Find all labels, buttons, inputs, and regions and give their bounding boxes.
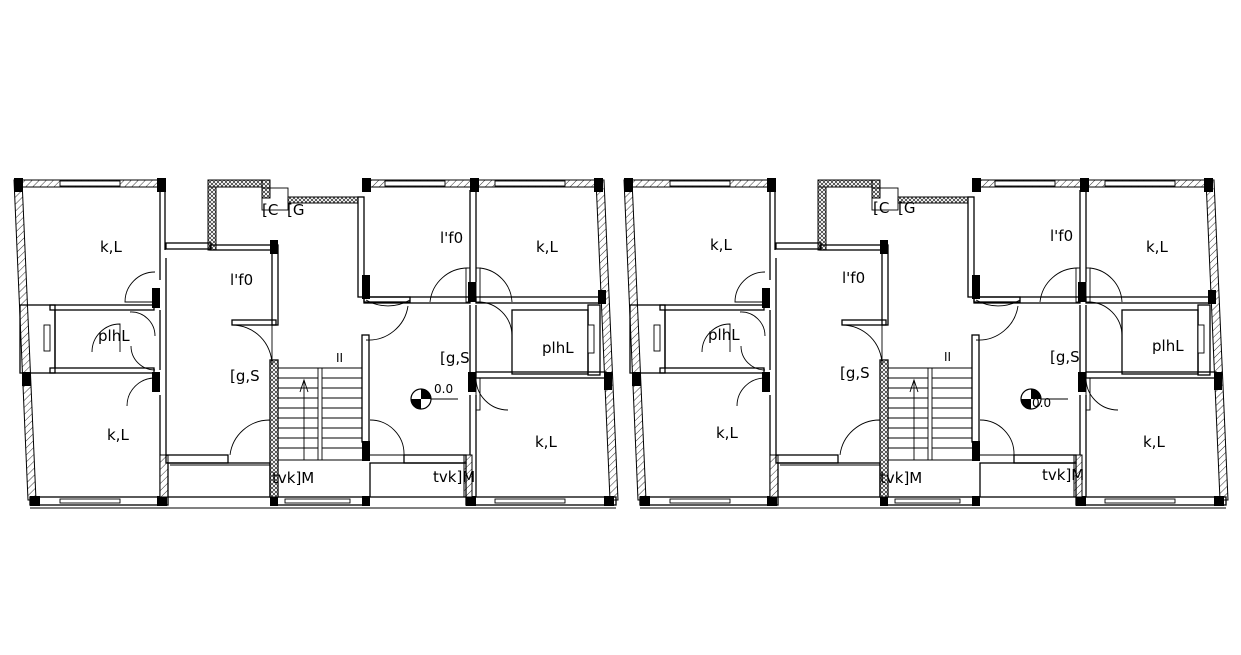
wc-label: [C — [873, 199, 889, 217]
kitchen-label: l'f0 — [230, 271, 253, 289]
bedroom-label: k,L — [536, 238, 558, 256]
bedroom-label: k,L — [710, 236, 732, 254]
apartment-block-2: k,L k,L k,L k,L plhL plhL l'f0 l'f0 [g,S… — [623, 177, 1229, 509]
bedroom-label: k,L — [1143, 433, 1165, 451]
bathroom-label: plhL — [542, 339, 574, 357]
stair-label: II — [336, 351, 343, 365]
bathroom-label: plhL — [1152, 337, 1184, 355]
balcony-label: tvk]M — [272, 469, 314, 487]
living-room-label: [g,S — [230, 367, 260, 385]
balcony-label: tvk]M — [433, 468, 475, 486]
living-room-label: [g,S — [440, 349, 470, 367]
apartment-block-1: k,L k,L k,L k,L plhL plhL l'f0 l'f0 [g,S… — [13, 177, 619, 509]
bathroom-label: plhL — [98, 327, 130, 345]
wc-label: [G — [898, 199, 915, 217]
bedroom-label: k,L — [100, 238, 122, 256]
wc-label: [G — [287, 201, 304, 219]
kitchen-label: l'f0 — [440, 229, 463, 247]
kitchen-label: l'f0 — [842, 269, 865, 287]
bedroom-label: k,L — [107, 426, 129, 444]
bedroom-label: k,L — [1146, 238, 1168, 256]
balcony-label: tvk]M — [880, 469, 922, 487]
living-room-label: [g,S — [1050, 348, 1080, 366]
balcony-label: tvk]M — [1042, 466, 1084, 484]
bedroom-label: k,L — [716, 424, 738, 442]
living-room-label: [g,S — [840, 364, 870, 382]
kitchen-label: l'f0 — [1050, 227, 1073, 245]
stair-label: II — [944, 350, 951, 364]
bathroom-label: plhL — [708, 326, 740, 344]
wc-label: [C — [262, 201, 278, 219]
bedroom-label: k,L — [535, 433, 557, 451]
level-label: 0.0 — [1032, 396, 1051, 410]
level-label: 0.0 — [434, 382, 453, 396]
